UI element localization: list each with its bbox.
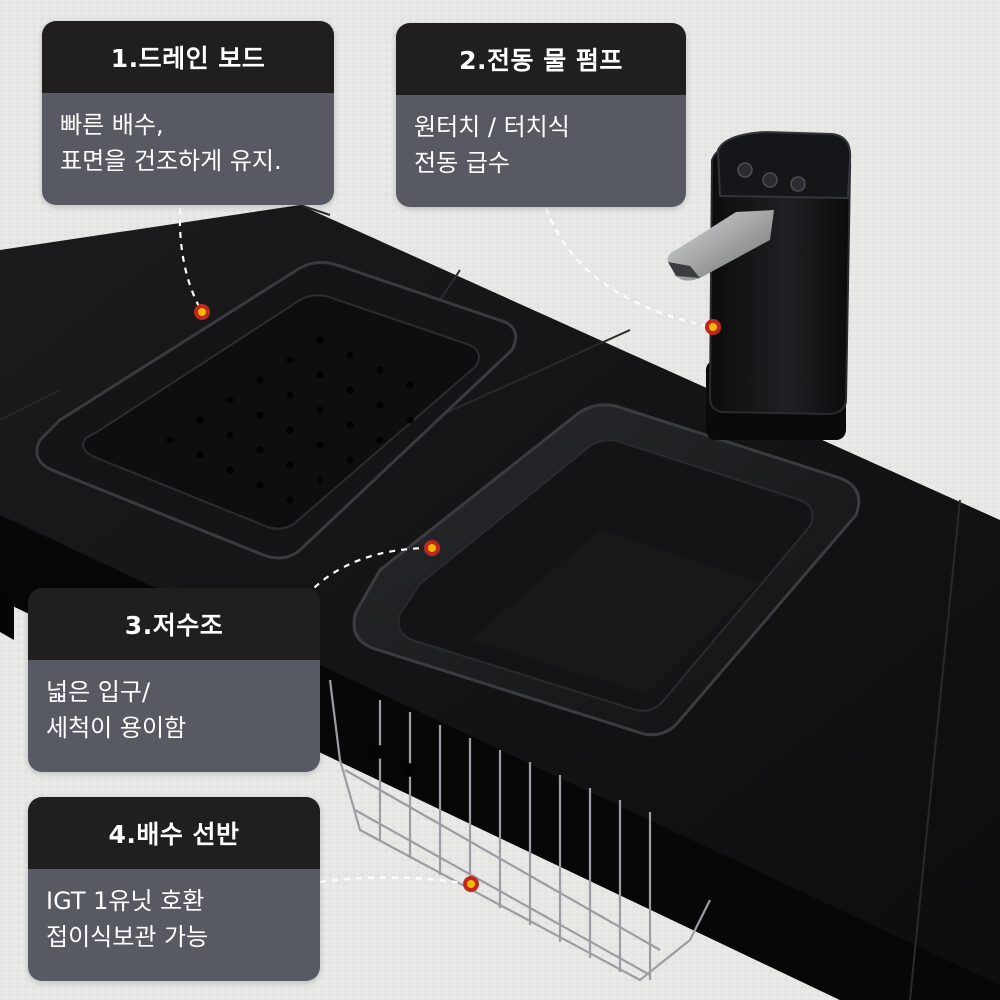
callout-description: 넓은 입구/ 세척이 용이함	[28, 660, 320, 772]
callout-description: 원터치 / 터치식 전동 급수	[396, 95, 686, 207]
water-basin	[352, 403, 861, 737]
drain-shelf	[328, 679, 711, 982]
callout-line: 접이식보관 가능	[46, 923, 209, 951]
callout-drain-board: 1.드레인 보드 빠른 배수, 표면을 건조하게 유지.	[42, 21, 334, 205]
callout-line: 전동 급수	[414, 149, 510, 177]
callout-markers	[194, 304, 721, 892]
callout-line: 표면을 건조하게 유지.	[60, 147, 282, 175]
callout-drain-shelf: 4.배수 선반 IGT 1유닛 호환 접이식보관 가능	[28, 797, 320, 981]
callout-line: 원터치 / 터치식	[414, 113, 570, 141]
callout-description: IGT 1유닛 호환 접이식보관 가능	[28, 869, 320, 981]
drain-board	[35, 261, 518, 560]
callout-line: 넓은 입구/	[46, 678, 151, 706]
callout-line: 빠른 배수,	[60, 111, 164, 139]
callout-leaders	[178, 207, 713, 886]
electric-water-pump	[667, 130, 852, 440]
callout-line: 세척이 용이함	[46, 714, 187, 742]
callout-water-pump: 2.전동 물 펌프 원터치 / 터치식 전동 급수	[396, 23, 686, 207]
callout-line: IGT 1유닛 호환	[46, 887, 205, 915]
callout-title: 2.전동 물 펌프	[396, 23, 686, 95]
callout-water-basin: 3.저수조 넓은 입구/ 세척이 용이함	[28, 588, 320, 772]
callout-description: 빠른 배수, 표면을 건조하게 유지.	[42, 93, 334, 205]
callout-title: 1.드레인 보드	[42, 21, 334, 93]
callout-title: 4.배수 선반	[28, 797, 320, 869]
callout-title: 3.저수조	[28, 588, 320, 660]
